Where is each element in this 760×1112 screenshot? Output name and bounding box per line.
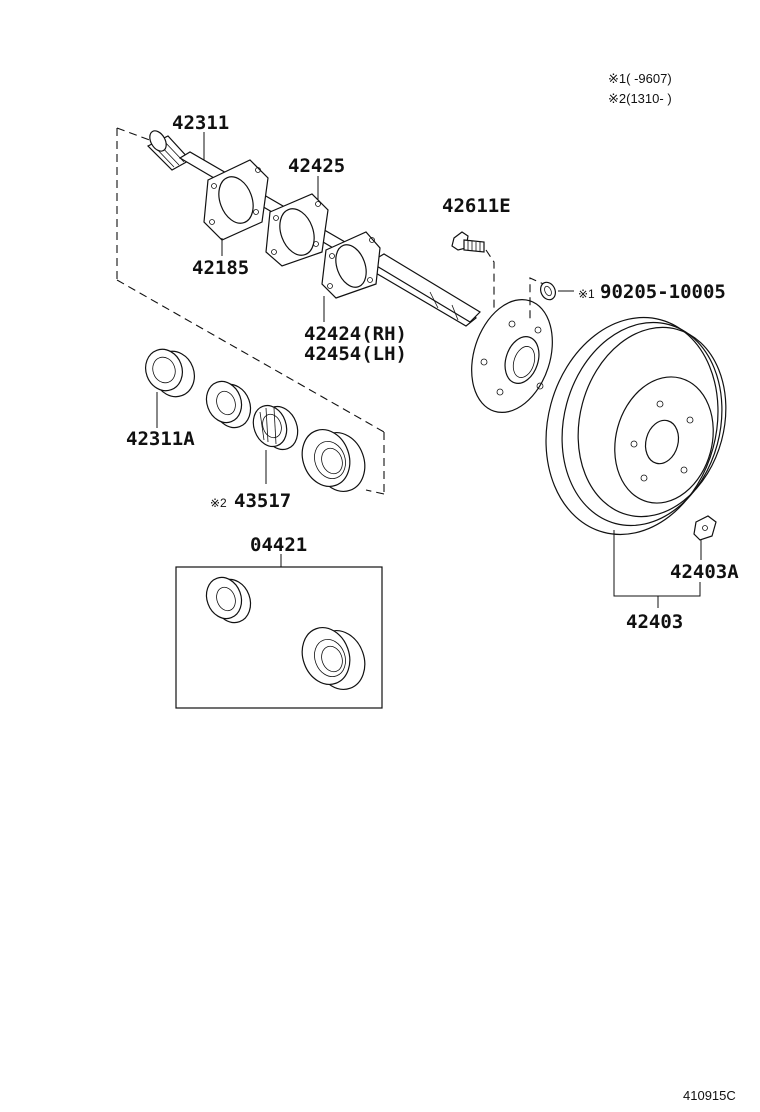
label-43517: 43517 — [234, 490, 291, 512]
brake-drum-42403 — [545, 316, 727, 536]
kit-04421-box — [175, 554, 383, 709]
label-42311A: 42311A — [126, 428, 195, 450]
hole-plug-42403A — [693, 515, 717, 541]
note-1: ※1( -9607) — [608, 71, 672, 86]
label-42403: 42403 — [626, 611, 683, 633]
plate-42424 — [321, 231, 381, 299]
label-43517-mark: ※2 — [210, 496, 227, 510]
gasket-42185 — [203, 159, 269, 241]
label-42454-lh: 42454(LH) — [304, 343, 407, 365]
label-04421: 04421 — [250, 534, 307, 556]
roller-bearing-43517 — [252, 404, 299, 451]
hub-bolt-42611E — [451, 231, 495, 312]
label-42311: 42311 — [172, 112, 229, 134]
label-42185: 42185 — [192, 257, 249, 279]
ball-bearing — [301, 429, 366, 492]
label-90205-mark: ※1 — [578, 287, 595, 301]
label-42424-rh: 42424(RH) — [304, 323, 407, 345]
bearing-ring — [205, 380, 252, 429]
label-42425: 42425 — [288, 155, 345, 177]
oil-seal-42311A — [145, 348, 195, 398]
label-90205-10005: 90205-10005 — [600, 281, 726, 303]
axle-group-outline — [116, 127, 385, 495]
washer-90205 — [529, 277, 574, 320]
leader-lines — [156, 132, 702, 608]
note-2: ※2(1310- ) — [608, 91, 672, 106]
label-42611E: 42611E — [442, 195, 511, 217]
diagram-code: 410915C — [683, 1088, 736, 1103]
retainer-42425 — [265, 193, 329, 267]
hub-flange — [471, 299, 553, 413]
label-42403A: 42403A — [670, 561, 739, 583]
